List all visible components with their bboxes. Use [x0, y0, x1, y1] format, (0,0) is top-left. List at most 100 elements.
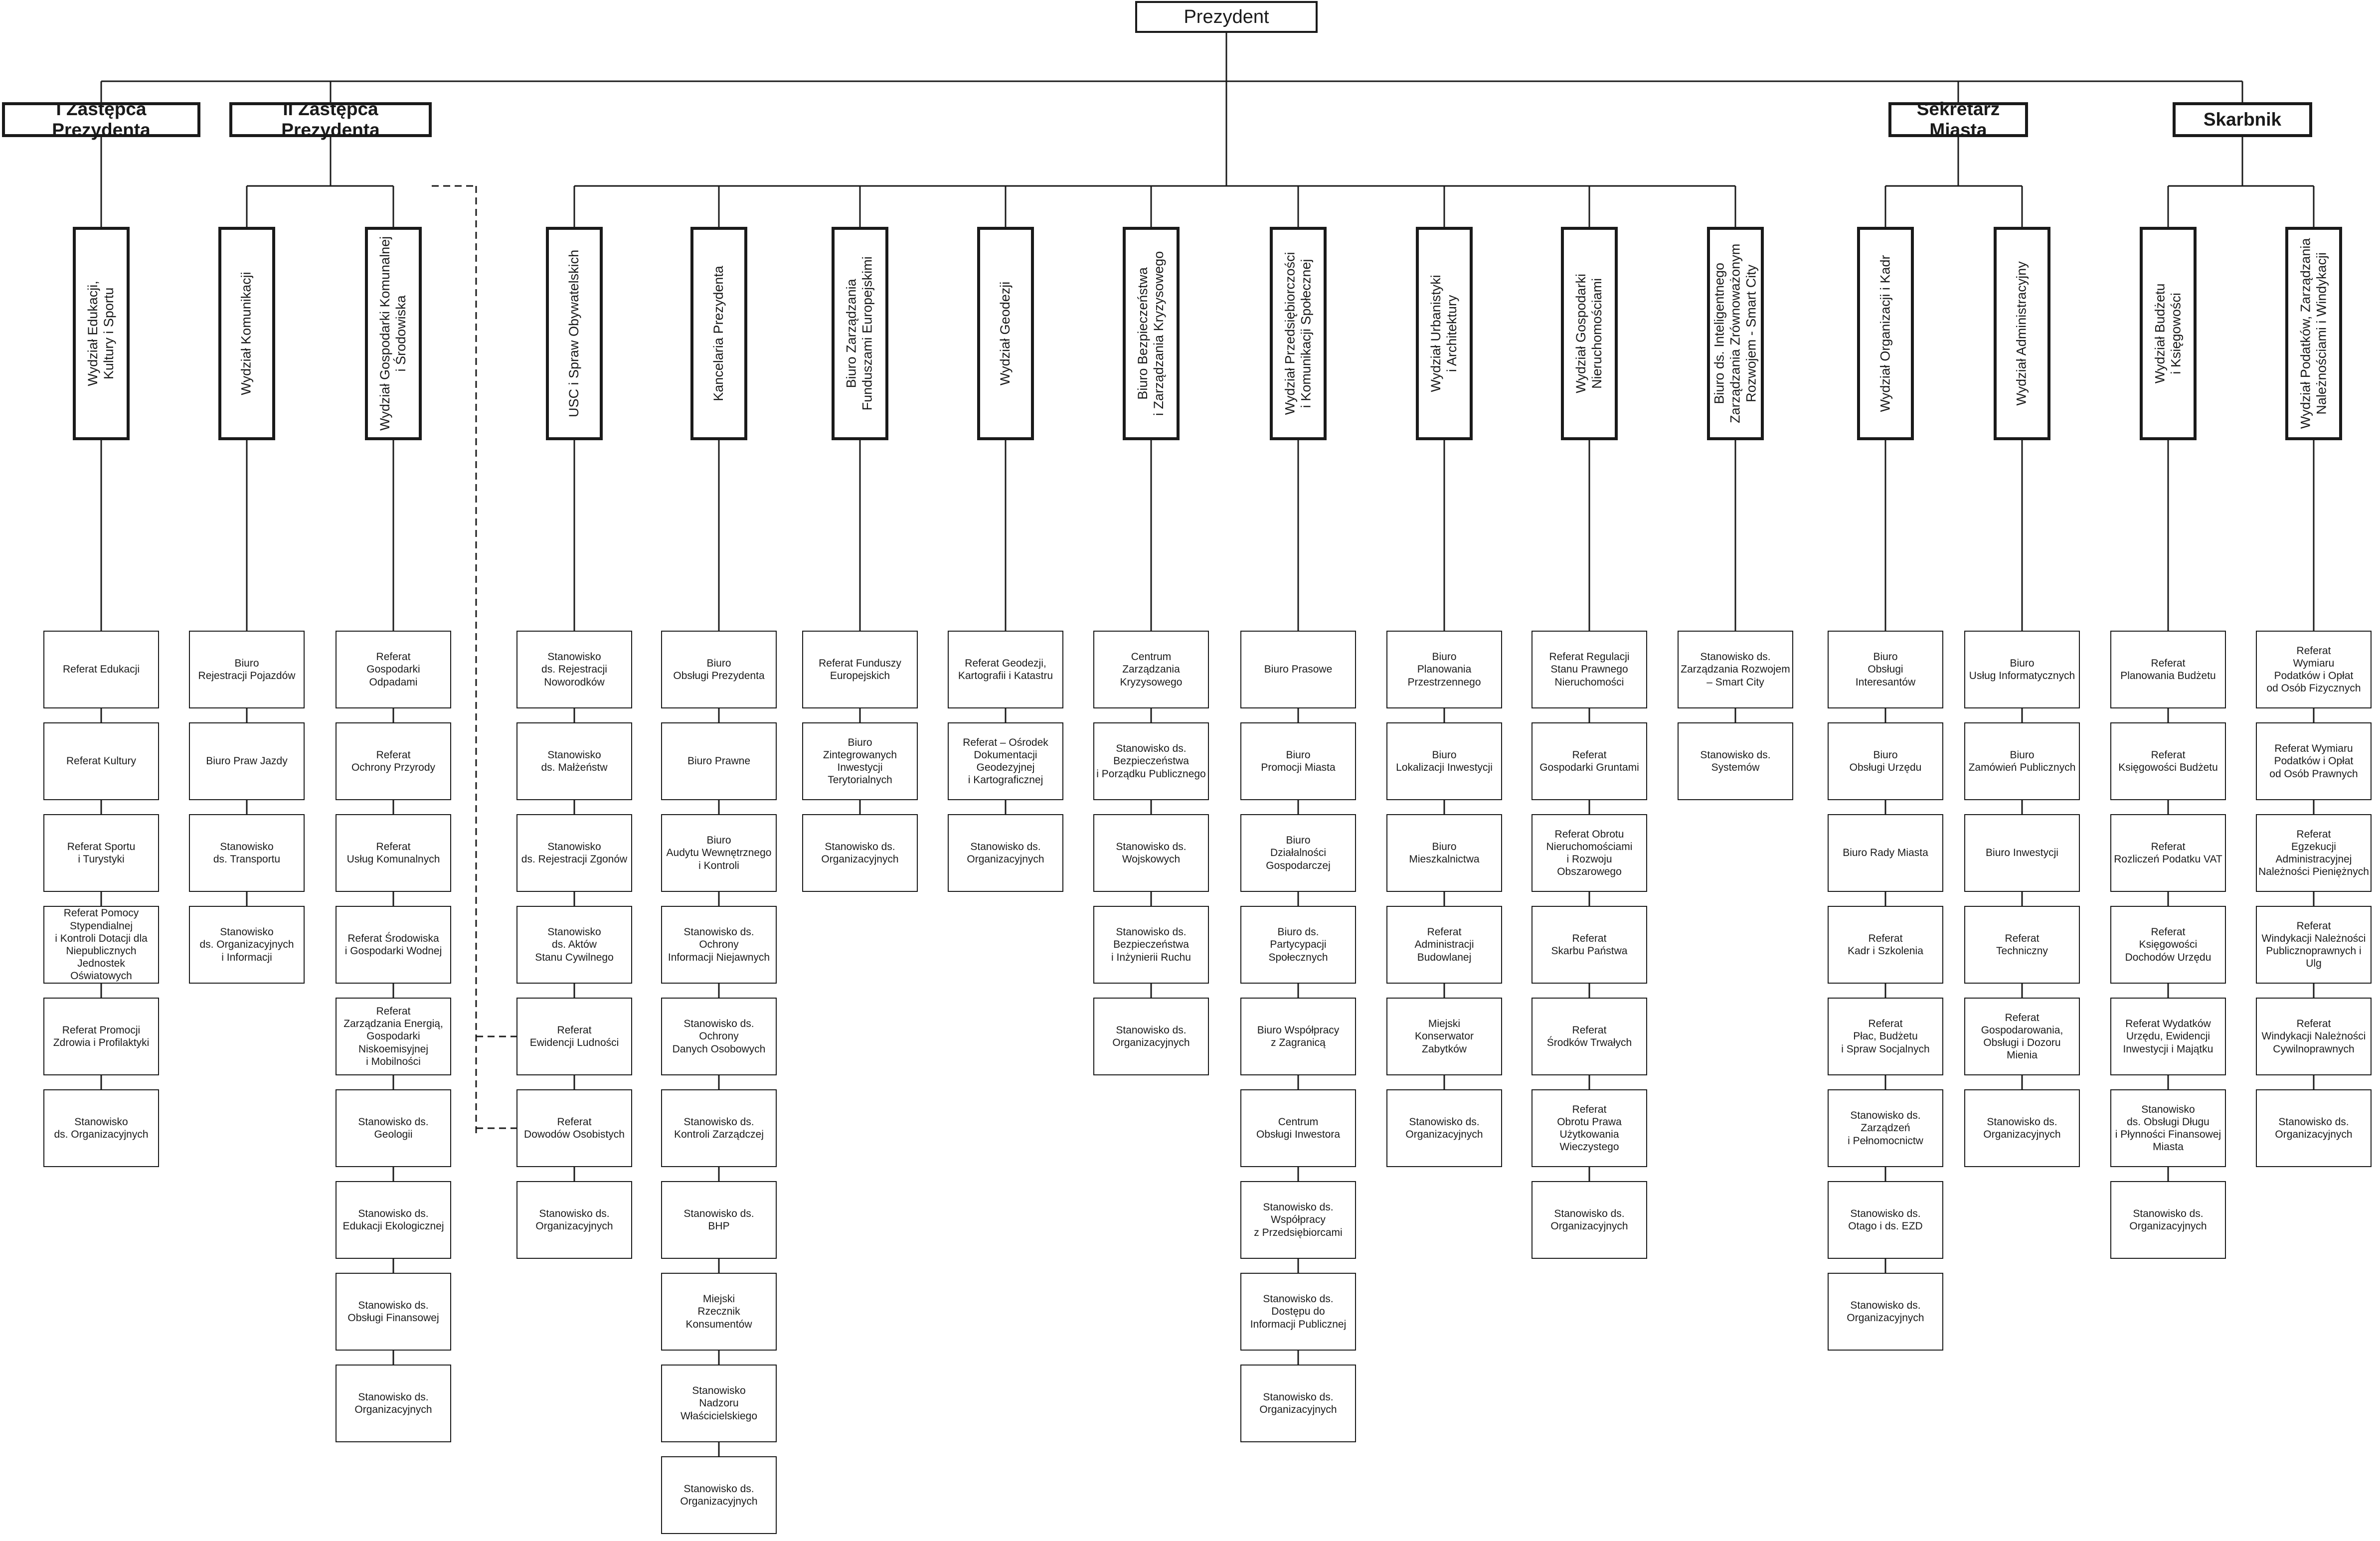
unit-biuro-ds-partycypacji-spolecznych: Biuro ds. Partycypacji Społecznych: [1240, 906, 1356, 984]
unit-biuro-dzialalnosci-gospodarczej: Biuro Działalności Gospodarczej: [1240, 814, 1356, 892]
unit-stanowisko-ds-organizacyjnych: Stanowisko ds. Organizacyjnych: [1386, 1089, 1502, 1167]
unit-referat-skarbu-panstwa: Referat Skarbu Państwa: [1531, 906, 1647, 984]
unit-referat-ksiegowosci-budzetu: Referat Księgowości Budżetu: [2110, 722, 2226, 800]
unit-biuro-obslugi-urzedu: Biuro Obsługi Urzędu: [1828, 722, 1943, 800]
unit-biuro-planowania-przestrzennego: Biuro Planowania Przestrzennego: [1386, 631, 1502, 708]
unit-referat-plac-budzetu-i-spraw-socjalnych: Referat Płac, Budżetu i Spraw Socjalnych: [1828, 998, 1943, 1075]
unit-biuro-inwestycji: Biuro Inwestycji: [1964, 814, 2080, 892]
unit-stanowisko-ds-systemow: Stanowisko ds. Systemów: [1678, 722, 1793, 800]
unit-biuro-obslugi-prezydenta: Biuro Obsługi Prezydenta: [661, 631, 777, 708]
department-wydzial-przedsiebiorczosci-i-komunikacji-spolecz: Wydział Przedsiębiorczości i Komunikacji…: [1270, 227, 1327, 440]
department-biuro-zarzadzania-funduszami-europejskimi: Biuro Zarządzania Funduszami Europejskim…: [832, 227, 888, 440]
department-kancelaria-prezydenta: Kancelaria Prezydenta: [690, 227, 747, 440]
department-wydzial-urbanistyki-i-architektury: Wydział Urbanistyki i Architektury: [1416, 227, 1473, 440]
unit-stanowisko-ds-obslugi-dlugu-i-plynnosci-finansow: Stanowisko ds. Obsługi Długu i Płynności…: [2110, 1089, 2226, 1167]
unit-stanowisko-ds-aktow-stanu-cywilnego: Stanowisko ds. Aktów Stanu Cywilnego: [516, 906, 632, 984]
department-wydzial-administracyjny: Wydział Administracyjny: [1994, 227, 2050, 440]
unit-referat-srodkow-trwalych: Referat Środków Trwałych: [1531, 998, 1647, 1075]
unit-biuro-obslugi-interesantow: Biuro Obsługi Interesantów: [1828, 631, 1943, 708]
unit-stanowisko-ds-organizacyjnych: Stanowisko ds. Organizacyjnych: [1093, 998, 1209, 1075]
unit-referat-uslug-komunalnych: Referat Usług Komunalnych: [336, 814, 451, 892]
unit-referat-wymiaru-podatkow-i-oplat-od-osob-fizyczn: Referat Wymiaru Podatków i Opłat od Osób…: [2256, 631, 2372, 708]
unit-biuro-zamowien-publicznych: Biuro Zamówień Publicznych: [1964, 722, 2080, 800]
unit-stanowisko-ds-rejestracji-noworodkow: Stanowisko ds. Rejestracji Noworodków: [516, 631, 632, 708]
department-wydzial-podatkow-zarzadzania-naleznosciami-i-win: Wydział Podatków, Zarządzania Należności…: [2285, 227, 2342, 440]
unit-biuro-rady-miasta: Biuro Rady Miasta: [1828, 814, 1943, 892]
unit-referat-egzekucji-administracyjnej-naleznosci-pi: Referat Egzekucji Administracyjnej Należ…: [2256, 814, 2372, 892]
unit-stanowisko-ds-organizacyjnych-i-informacji: Stanowisko ds. Organizacyjnych i Informa…: [189, 906, 305, 984]
unit-stanowisko-ds-rejestracji-zgonow: Stanowisko ds. Rejestracji Zgonów: [516, 814, 632, 892]
department-label: USC i Spraw Obywatelskich: [566, 249, 582, 418]
unit-stanowisko-ds-zarzadzania-rozwojem-smart-city: Stanowisko ds. Zarządzania Rozwojem – Sm…: [1678, 631, 1793, 708]
unit-referat-obrotu-nieruchomosciami-i-rozwoju-obszar: Referat Obrotu Nieruchomościami i Rozwoj…: [1531, 814, 1647, 892]
unit-stanowisko-ds-edukacji-ekologicznej: Stanowisko ds. Edukacji Ekologicznej: [336, 1181, 451, 1259]
department-usc-i-spraw-obywatelskich: USC i Spraw Obywatelskich: [546, 227, 603, 440]
unit-stanowisko-ds-organizacyjnych: Stanowisko ds. Organizacyjnych: [802, 814, 918, 892]
unit-stanowisko-ds-malzenstw: Stanowisko ds. Małżeństw: [516, 722, 632, 800]
unit-miejski-rzecznik-konsumentow: Miejski Rzecznik Konsumentów: [661, 1273, 777, 1351]
unit-centrum-zarzadzania-kryzysowego: Centrum Zarządzania Kryzysowego: [1093, 631, 1209, 708]
unit-referat-ochrony-przyrody: Referat Ochrony Przyrody: [336, 722, 451, 800]
department-label: Biuro Zarządzania Funduszami Europejskim…: [844, 256, 875, 411]
unit-biuro-prasowe: Biuro Prasowe: [1240, 631, 1356, 708]
unit-stanowisko-ds-ochrony-informacji-niejawnych: Stanowisko ds. Ochrony Informacji Niejaw…: [661, 906, 777, 984]
unit-stanowisko-ds-organizacyjnych: Stanowisko ds. Organizacyjnych: [1531, 1181, 1647, 1259]
unit-miejski-konserwator-zabytkow: Miejski Konserwator Zabytków: [1386, 998, 1502, 1075]
unit-biuro-mieszkalnictwa: Biuro Mieszkalnictwa: [1386, 814, 1502, 892]
department-label: Wydział Organizacji i Kadr: [1877, 255, 1893, 412]
unit-referat-obrotu-prawa-uzytkowania-wieczystego: Referat Obrotu Prawa Użytkowania Wieczys…: [1531, 1089, 1647, 1167]
unit-stanowisko-ds-bhp: Stanowisko ds. BHP: [661, 1181, 777, 1259]
department-wydzial-organizacji-i-kadr: Wydział Organizacji i Kadr: [1857, 227, 1914, 440]
unit-referat-sportu-i-turystyki: Referat Sportu i Turystyki: [43, 814, 159, 892]
unit-stanowisko-ds-organizacyjnych: Stanowisko ds. Organizacyjnych: [336, 1365, 451, 1442]
unit-stanowisko-ds-wojskowych: Stanowisko ds. Wojskowych: [1093, 814, 1209, 892]
department-label: Wydział Komunikacji: [239, 272, 254, 395]
unit-referat-wydatkow-urzedu-ewidencji-inwestycji-i-m: Referat Wydatków Urzędu, Ewidencji Inwes…: [2110, 998, 2226, 1075]
department-biuro-bezpieczenstwa-i-zarzadzania-kryzysowego: Biuro Bezpieczeństwa i Zarządzania Kryzy…: [1123, 227, 1180, 440]
unit-centrum-obslugi-inwestora: Centrum Obsługi Inwestora: [1240, 1089, 1356, 1167]
department-wydzial-gospodarki-nieruchomosciami: Wydział Gospodarki Nieruchomościami: [1561, 227, 1618, 440]
unit-stanowisko-ds-organizacyjnych: Stanowisko ds. Organizacyjnych: [948, 814, 1063, 892]
department-wydzial-edukacji-kultury-i-sportu: Wydział Edukacji, Kultury i Sportu: [73, 227, 130, 440]
head-sekretarz-miasta: Sekretarz Miasta: [1888, 99, 2028, 140]
unit-biuro-wspolpracy-z-zagranica: Biuro Współpracy z Zagranicą: [1240, 998, 1356, 1075]
unit-biuro-rejestracji-pojazdow: Biuro Rejestracji Pojazdów: [189, 631, 305, 708]
unit-stanowisko-ds-ochrony-danych-osobowych: Stanowisko ds. Ochrony Danych Osobowych: [661, 998, 777, 1075]
department-wydzial-budzetu-i-ksiegowosci: Wydział Budżetu i Księgowości: [2140, 227, 2197, 440]
president-box: Prezydent: [1135, 1, 1318, 33]
unit-referat-techniczny: Referat Techniczny: [1964, 906, 2080, 984]
unit-biuro-lokalizacji-inwestycji: Biuro Lokalizacji Inwestycji: [1386, 722, 1502, 800]
department-label: Wydział Gospodarki Nieruchomościami: [1573, 274, 1605, 393]
unit-biuro-praw-jazdy: Biuro Praw Jazdy: [189, 722, 305, 800]
unit-referat-planowania-budzetu: Referat Planowania Budżetu: [2110, 631, 2226, 708]
department-label: Wydział Gospodarki Komunalnej i Środowis…: [377, 236, 409, 431]
department-biuro-ds-inteligentnego-zarzadzania-zrownowazony: Biuro ds. Inteligentnego Zarządzania Zró…: [1707, 227, 1764, 440]
unit-stanowisko-ds-otago-i-ds-ezd: Stanowisko ds. Otago i ds. EZD: [1828, 1181, 1943, 1259]
unit-referat-gospodarki-gruntami: Referat Gospodarki Gruntami: [1531, 722, 1647, 800]
unit-referat-pomocy-stypendialnej-i-kontroli-dotacji-: Referat Pomocy Stypendialnej i Kontroli …: [43, 906, 159, 984]
unit-referat-windykacji-naleznosci-cywilnoprawnych: Referat Windykacji Należności Cywilnopra…: [2256, 998, 2372, 1075]
department-wydzial-gospodarki-komunalnej-i-srodowiska: Wydział Gospodarki Komunalnej i Środowis…: [365, 227, 422, 440]
department-wydzial-komunikacji: Wydział Komunikacji: [218, 227, 275, 440]
unit-stanowisko-ds-organizacyjnych: Stanowisko ds. Organizacyjnych: [43, 1089, 159, 1167]
unit-referat-administracji-budowlanej: Referat Administracji Budowlanej: [1386, 906, 1502, 984]
head-ii-zastepca-prezydenta: II Zastępca Prezydenta: [229, 99, 432, 140]
unit-referat-promocji-zdrowia-i-profilaktyki: Referat Promocji Zdrowia i Profilaktyki: [43, 998, 159, 1075]
head-i-zastepca-prezydenta: I Zastępca Prezydenta: [2, 99, 200, 140]
unit-referat-windykacji-naleznosci-publicznoprawnych-: Referat Windykacji Należności Publicznop…: [2256, 906, 2372, 984]
unit-biuro-promocji-miasta: Biuro Promocji Miasta: [1240, 722, 1356, 800]
unit-biuro-prawne: Biuro Prawne: [661, 722, 777, 800]
department-wydzial-geodezji: Wydział Geodezji: [977, 227, 1034, 440]
unit-stanowisko-ds-obslugi-finansowej: Stanowisko ds. Obsługi Finansowej: [336, 1273, 451, 1351]
unit-referat-gospodarki-odpadami: Referat Gospodarki Odpadami: [336, 631, 451, 708]
department-label: Wydział Urbanistyki i Architektury: [1428, 275, 1460, 392]
department-label: Wydział Budżetu i Księgowości: [2152, 283, 2184, 384]
unit-biuro-zintegrowanych-inwestycji-terytorialnych: Biuro Zintegrowanych Inwestycji Terytori…: [802, 722, 918, 800]
unit-referat-kultury: Referat Kultury: [43, 722, 159, 800]
department-label: Wydział Geodezji: [998, 281, 1013, 386]
unit-stanowisko-ds-dostepu-do-informacji-publicznej: Stanowisko ds. Dostępu do Informacji Pub…: [1240, 1273, 1356, 1351]
unit-referat-gospodarowania-obslugi-i-dozoru-mienia: Referat Gospodarowania, Obsługi i Dozoru…: [1964, 998, 2080, 1075]
unit-stanowisko-nadzoru-wlascicielskiego: Stanowisko Nadzoru Właścicielskiego: [661, 1365, 777, 1442]
unit-referat-funduszy-europejskich: Referat Funduszy Europejskich: [802, 631, 918, 708]
unit-referat-regulacji-stanu-prawnego-nieruchomosci: Referat Regulacji Stanu Prawnego Nieruch…: [1531, 631, 1647, 708]
